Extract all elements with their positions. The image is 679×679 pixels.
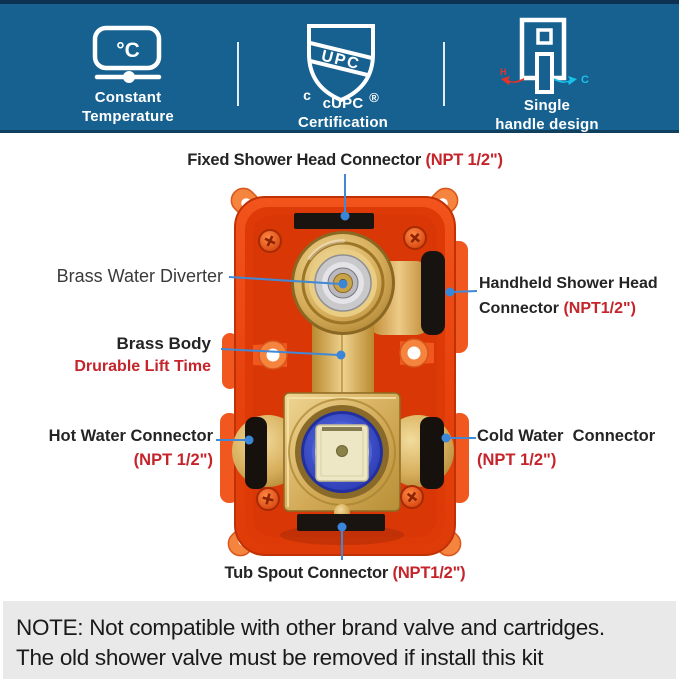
- cartridge-block: [283, 392, 401, 512]
- screw: [256, 487, 280, 511]
- mount-hole-right: [399, 338, 434, 368]
- banner-divider: [237, 42, 239, 106]
- hot-arrow-icon: [501, 76, 524, 85]
- label-cold-water-connector: Cold Water Connector (NPT 1/2"): [477, 427, 656, 469]
- screw: [403, 226, 427, 250]
- note-line1: NOTE: Not compatible with other brand va…: [16, 615, 605, 640]
- label-fixed-shower-head: Fixed Shower Head Connector (NPT 1/2"): [187, 151, 503, 169]
- valve-illustration: [220, 187, 469, 557]
- label-handheld-shower-head: Handheld Shower Head Connector (NPT1/2"): [479, 275, 658, 317]
- note-box: NOTE: Not compatible with other brand va…: [3, 601, 676, 679]
- label-brass-body: Brass Body Drurable Lift Time: [74, 334, 211, 375]
- slider-knob: [123, 71, 135, 83]
- hot-letter: H: [500, 67, 507, 77]
- cupc-shield-icon: UPC c ®: [303, 24, 379, 105]
- mount-hole-left: [253, 340, 288, 370]
- screw: [258, 229, 282, 253]
- feature-banner: °C Constant Temperature UPC c ® cUPC Cer…: [0, 0, 679, 133]
- upc-c-mark: c: [303, 87, 311, 103]
- banner-divider: [443, 42, 445, 106]
- tub-spout-port: [297, 514, 385, 531]
- cold-letter: C: [581, 74, 589, 86]
- label-tub-spout-connector: Tub Spout Connector (NPT1/2"): [224, 564, 466, 582]
- feature-label-cupc-certification: cUPC Certification: [297, 95, 389, 131]
- upc-r-mark: ®: [369, 90, 379, 105]
- feature-label-single-handle: Single handle design: [495, 97, 599, 133]
- celsius-text: °C: [116, 39, 140, 62]
- fixed-head-port: [294, 213, 374, 229]
- label-hot-water-connector: Hot Water Connector (NPT 1/2"): [48, 427, 213, 469]
- cold-arrow-icon: [554, 76, 577, 85]
- hot-port: [245, 417, 267, 489]
- screw: [400, 485, 424, 509]
- label-brass-water-diverter: Brass Water Diverter: [56, 266, 223, 286]
- feature-label-constant-temperature: Constant Temperature: [82, 89, 174, 125]
- single-handle-icon: H C: [500, 17, 589, 94]
- cold-port: [420, 417, 444, 489]
- brass-body-column: [312, 323, 374, 397]
- handheld-port: [421, 251, 445, 335]
- constant-temperature-icon: °C: [92, 25, 162, 83]
- brass-diverter: [291, 231, 395, 335]
- note-line2: The old shower valve must be removed if …: [16, 645, 544, 670]
